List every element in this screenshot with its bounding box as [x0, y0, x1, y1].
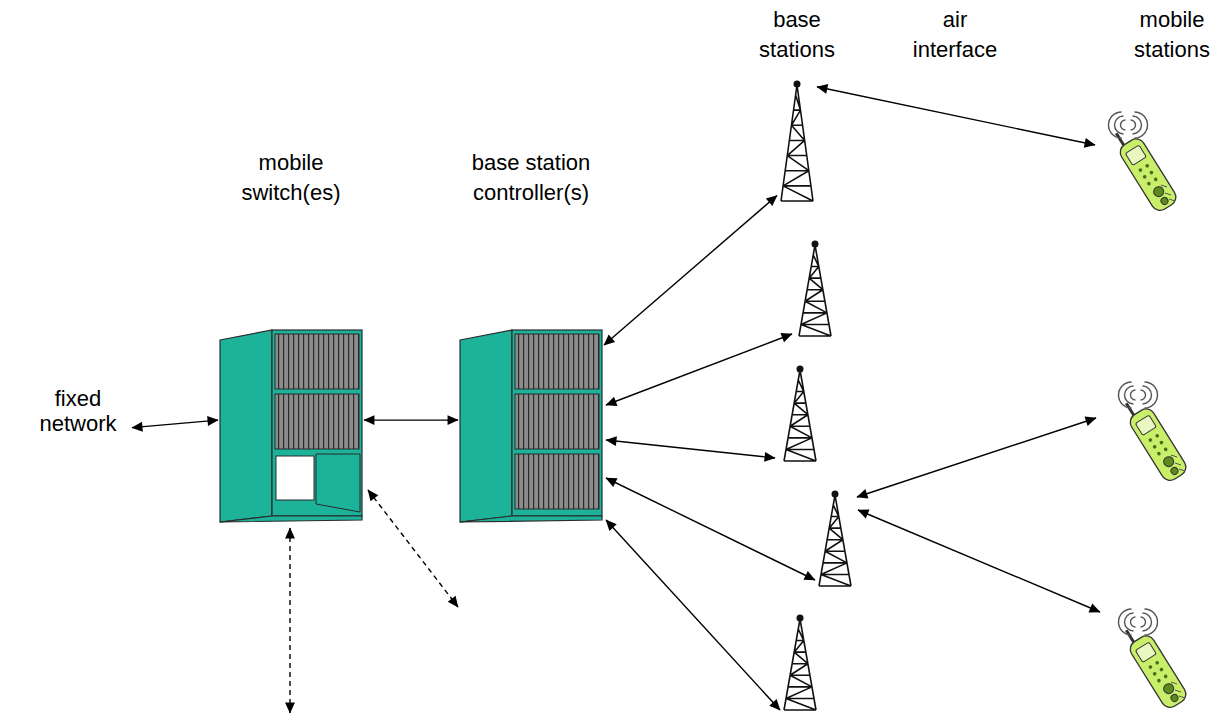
- link-arrow: [606, 478, 815, 580]
- radio-wave: [1125, 386, 1134, 404]
- tower-mast: [784, 619, 816, 710]
- base-station-tower: [799, 241, 831, 337]
- radio-wave: [1143, 613, 1152, 631]
- tick: [1171, 455, 1177, 457]
- mobile-phone-drawing: [1095, 115, 1185, 215]
- link-arrow: [858, 510, 1100, 612]
- mobile-phone: [1119, 382, 1190, 484]
- open-slot: [276, 456, 314, 500]
- node-label: fixed network: [27, 386, 129, 436]
- node-heading: base station controller(s): [444, 148, 619, 208]
- tower-tip: [794, 81, 801, 88]
- tower-mast: [784, 370, 816, 461]
- radio-wave: [1115, 116, 1124, 134]
- tower-mast: [799, 245, 831, 336]
- rack-shelf: [515, 454, 599, 509]
- cabinet-door: [220, 330, 272, 522]
- tower-tip: [812, 241, 819, 248]
- node-heading: mobile stations: [1126, 5, 1218, 65]
- base-station-tower: [784, 615, 816, 711]
- mobile-switch-cabinet: mobile switch(es): [218, 328, 364, 524]
- radio-wave: [1145, 382, 1158, 408]
- base-station-tower-drawing: [777, 78, 817, 203]
- tick: [1175, 690, 1181, 692]
- section-label: air interface: [900, 5, 1010, 65]
- radio-wave: [1125, 613, 1134, 631]
- link-arrow: [817, 87, 1095, 145]
- tick: [1165, 193, 1171, 195]
- open-flap: [316, 454, 360, 512]
- link-arrow: [132, 420, 218, 428]
- link-arrow: [606, 440, 775, 458]
- tick: [1179, 469, 1185, 471]
- dashed-link: [289, 528, 290, 713]
- tick: [1175, 463, 1181, 465]
- rack-shelf: [515, 394, 599, 449]
- link-arrow: [364, 419, 458, 420]
- radio-wave: [1141, 617, 1146, 627]
- icons: [784, 241, 1189, 711]
- mobile-phone: mobile stations: [1095, 115, 1185, 215]
- link-arrow: [604, 196, 777, 346]
- link-lines: [290, 334, 1100, 713]
- radio-wave: [1143, 386, 1152, 404]
- rack-shelf: [275, 394, 359, 449]
- cabinet-body: [272, 330, 362, 516]
- phone-handset: [1109, 124, 1179, 214]
- bsc-cabinet-drawing: [458, 328, 604, 524]
- rack-shelf: [515, 334, 599, 389]
- base-station-tower: [819, 491, 851, 587]
- link-arrow: [606, 334, 792, 405]
- mobile-phone: [1119, 609, 1190, 711]
- cabinet-door: [460, 330, 512, 522]
- radio-wave: [1119, 609, 1132, 635]
- base-station-tower: [784, 366, 816, 462]
- dashed-link: [368, 490, 458, 607]
- radio-wave: [1109, 112, 1122, 138]
- radio-wave: [1131, 617, 1136, 627]
- tower-tip: [832, 491, 839, 498]
- rack-shelf: [275, 334, 359, 389]
- radio-wave: [1133, 116, 1142, 134]
- link-arrow: [857, 418, 1096, 497]
- tick: [1161, 185, 1167, 187]
- radio-wave: [1131, 390, 1136, 400]
- tick: [1179, 696, 1185, 698]
- tick: [1171, 682, 1177, 684]
- node-heading: base stations: [742, 5, 852, 65]
- node-heading: mobile switch(es): [226, 148, 356, 208]
- tower-mast: [781, 85, 813, 201]
- cabinet-base: [460, 516, 602, 522]
- cabinet-base: [220, 516, 362, 522]
- cabinet-body: [512, 330, 602, 516]
- radio-wave: [1135, 112, 1148, 138]
- bsc-cabinet: base station controller(s): [458, 328, 604, 524]
- tick: [1169, 199, 1175, 201]
- tower-tip: [797, 366, 804, 373]
- mobile-switch-cabinet-drawing: [218, 328, 364, 524]
- radio-wave: [1119, 382, 1132, 408]
- tower-mast: [819, 495, 851, 586]
- radio-wave: [1145, 609, 1158, 635]
- tower-tip: [797, 615, 804, 622]
- radio-wave: [1121, 120, 1126, 130]
- link-arrow: [606, 520, 780, 710]
- base-station-tower: base stations: [777, 78, 817, 203]
- text-node: fixed network: [24, 383, 132, 445]
- radio-wave: [1131, 120, 1136, 130]
- radio-wave: [1141, 390, 1146, 400]
